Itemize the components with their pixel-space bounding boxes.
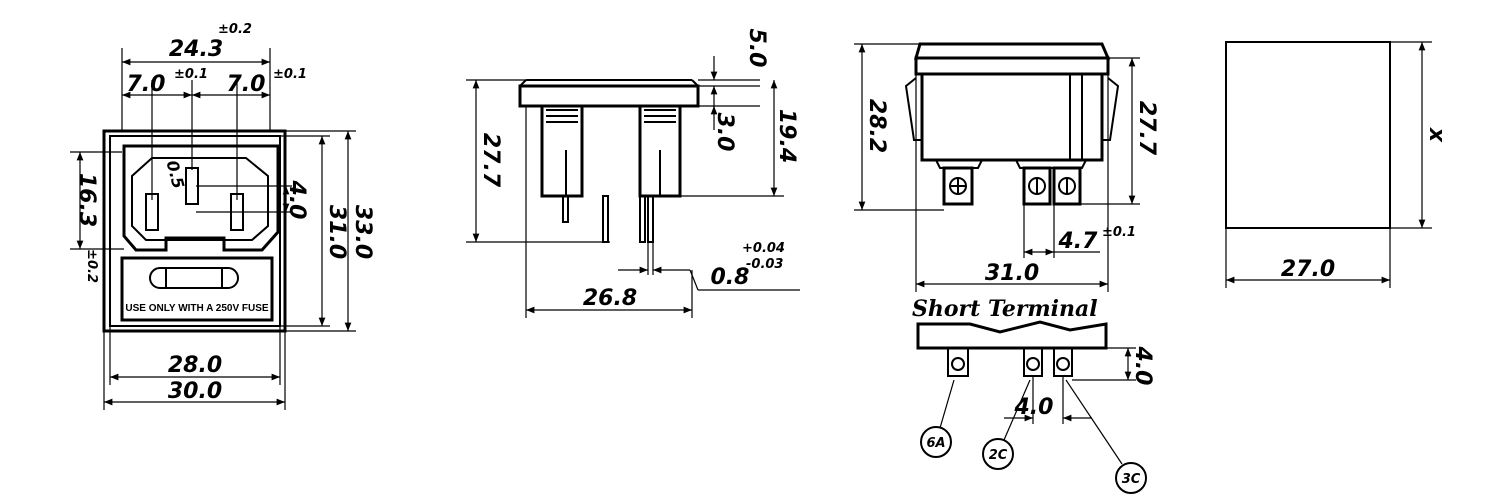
side-dim-mid-3-0: 3.0 [712, 113, 737, 152]
dim-width-total-tol: ±0.2 [218, 22, 252, 37]
rear-body [920, 72, 1104, 162]
side-dim-top-5-0: 5.0 [744, 29, 769, 68]
dim-height-31: 31.0 [324, 205, 349, 259]
rear-dim-28-2: 28.2 [864, 99, 889, 153]
side-dim-pin-0-8: 0.8 [711, 265, 750, 290]
st-dim-4-0-v: 4.0 [1130, 346, 1155, 386]
box-dim-x: x [1424, 127, 1449, 143]
dim-width-total: 24.3 [169, 37, 223, 62]
box-view: x 27.0 [1225, 41, 1449, 288]
dim-width-28: 28.0 [168, 353, 222, 378]
side-body-left [540, 104, 584, 198]
bubble-2c-label: 2C [989, 448, 1008, 463]
rear-terminal-right [1052, 166, 1082, 206]
front-outer-frame [102, 129, 287, 333]
rear-flange [914, 56, 1110, 76]
fuse-icon [149, 267, 239, 289]
front-view: USE ONLY WITH A 250V FUSE 24.3 ±0.2 7.0 … [70, 22, 375, 410]
rear-dim-27-7: 27.7 [1134, 101, 1159, 156]
bubble-3c-label: 3C [1122, 472, 1141, 487]
socket-inner-outline [131, 157, 269, 241]
bubble-6a-label: 6A [926, 436, 945, 451]
box-dim-27-0: 27.0 [1281, 257, 1335, 282]
st-terminal-6a [947, 347, 969, 377]
bubble-3c [1115, 462, 1147, 494]
rear-top-cap [914, 42, 1111, 60]
box-outline [1225, 41, 1391, 229]
dim-height-left-tol: ±0.2 [84, 249, 99, 283]
rear-dim-31-0: 31.0 [985, 261, 1039, 286]
dim-small-b: 4.0 [284, 180, 309, 220]
fuse-drawer [120, 256, 274, 322]
dim-pitch-left-tol: ±0.1 [174, 67, 208, 82]
side-dim-pin-tol-minus: -0.03 [746, 257, 783, 272]
side-dim-pin-tol-plus: +0.04 [742, 241, 785, 256]
side-dim-19-4: 19.4 [774, 109, 799, 163]
rear-terminal-mid [1022, 166, 1052, 206]
short-terminal-body [916, 320, 1108, 350]
side-dim-depth-26-8: 26.8 [583, 286, 637, 311]
dim-pitch-right: 7.0 [227, 72, 266, 97]
rear-terminal-left [942, 166, 974, 206]
dim-pitch-right-tol: ±0.1 [273, 67, 307, 82]
side-dim-height-27-7: 27.7 [478, 133, 503, 188]
dim-pitch-left: 7.0 [127, 72, 166, 97]
rear-view: 28.2 27.7 4.7 ±0.1 31.0 Short Terminal 4… [854, 42, 1159, 494]
st-dim-4-0-h: 4.0 [1014, 395, 1054, 420]
side-view: 27.7 5.0 3.0 19.4 0.8 +0.04 -0.03 26.8 [466, 29, 800, 318]
dim-small-a: 0.5 [162, 158, 188, 190]
bubble-2c [982, 438, 1014, 470]
dim-height-left: 16.3 [74, 173, 99, 227]
bubble-6a [920, 426, 952, 458]
socket-outline [122, 144, 280, 252]
front-inner-frame [109, 135, 281, 327]
dim-width-30: 30.0 [168, 379, 222, 404]
fuse-warning-text: USE ONLY WITH A 250V FUSE [125, 303, 269, 314]
rear-dim-4-7-tol: ±0.1 [1102, 225, 1136, 240]
dim-height-33: 33.0 [350, 205, 375, 259]
rear-dim-4-7: 4.7 [1058, 229, 1099, 254]
short-terminal-label: Short Terminal [912, 296, 1098, 322]
side-flange [518, 84, 700, 108]
